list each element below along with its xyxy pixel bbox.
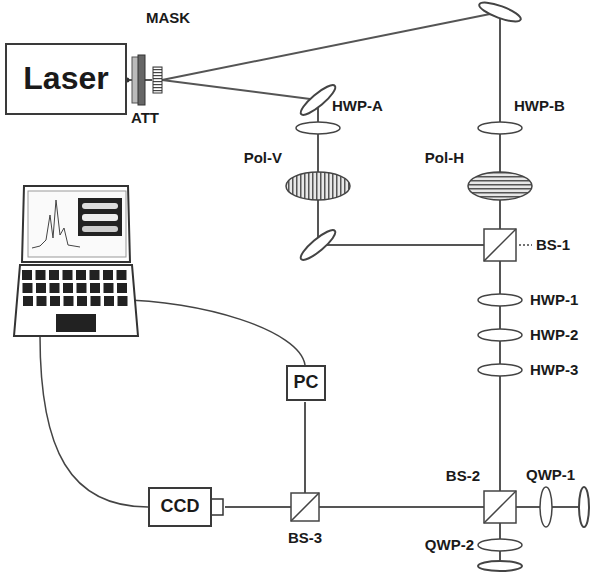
keyboard-key [63,283,73,293]
keyboard-key [91,296,101,306]
component-label: BS-2 [446,468,480,485]
mask-element [153,67,162,93]
component-label: BS-1 [536,237,570,254]
keyboard-key [77,296,87,306]
keyboard-key [63,270,73,280]
keyboard-key [118,296,128,306]
keyboard-key [22,270,32,280]
node-label: PC [293,373,318,393]
laser-beam [127,12,584,566]
component-label: MASK [146,10,190,27]
keyboard-key [117,283,127,293]
keyboard-key [117,270,127,280]
keyboard-key [90,270,100,280]
camera-lens [211,499,223,515]
component-label: QWP-2 [425,537,474,554]
camera-box: CCD [148,487,212,527]
keyboard-key [50,296,60,306]
component-label: Pol-V [244,150,282,167]
pc-box: PC [286,365,326,401]
polarizer [286,172,350,200]
keyboard-key [49,270,59,280]
cable [40,300,305,507]
keyboard-key [23,283,33,293]
keyboard-key [103,270,113,280]
component-label: BS-3 [288,530,322,547]
leader-line [519,244,532,246]
keyboard-key [77,283,87,293]
component-label: Pol-H [425,150,464,167]
component-label: QWP-1 [526,467,575,484]
mirror [297,0,589,571]
component-label: HWP-B [514,98,565,115]
keyboard-key [36,270,46,280]
component-label: ATT [131,110,159,127]
component-label: HWP-1 [530,292,578,309]
component-label: HWP-3 [530,362,578,379]
node-label: CCD [161,497,200,517]
keyboard-key [23,296,33,306]
keyboard-key [37,296,47,306]
attenuator [132,55,145,105]
keyboard-key [104,296,114,306]
component-label: HWP-2 [530,327,578,344]
polarizer [468,172,532,200]
keyboard-key [104,283,114,293]
keyboard-key [90,283,100,293]
keyboard-key [50,283,60,293]
laser-box: Laser [5,43,127,115]
node-label: Laser [23,61,108,96]
keyboard-key [76,270,86,280]
keyboard-key [36,283,46,293]
keyboard-key [64,296,74,306]
component-label: HWP-A [332,98,383,115]
laptop-computer [14,186,138,336]
